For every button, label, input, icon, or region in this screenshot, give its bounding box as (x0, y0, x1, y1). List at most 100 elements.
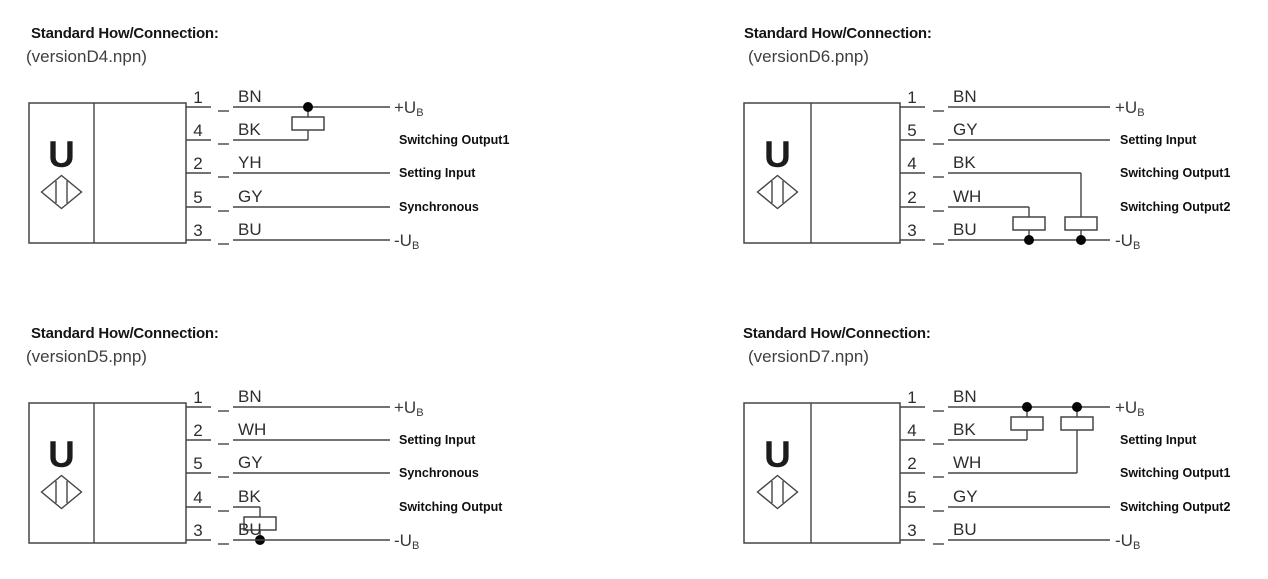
pin-row-1-bn: 1 BN +UB (900, 387, 1145, 419)
wire-color-code: BU (238, 220, 262, 239)
pin-number: 5 (193, 188, 202, 207)
pin-row-5-gy: 5 GY Synchronous (186, 187, 479, 214)
pin-number: 5 (193, 454, 202, 473)
pin-row-2-yh: 2 YH Setting Input (186, 153, 476, 180)
wire-color-code: GY (238, 453, 263, 472)
terminal-label: +UB (1115, 98, 1145, 119)
wire-color-code: WH (238, 420, 266, 439)
load-circuit (291, 102, 325, 140)
terminal-label: Switching Output1 (1120, 466, 1230, 480)
pin-row-3-bu: 3 BU -UB (186, 520, 419, 552)
sensor-type-label: U (48, 134, 75, 175)
pin-number: 4 (193, 121, 202, 140)
pin-row-4-bk: 4 BK Switching Output (186, 487, 503, 514)
pin-number: 2 (907, 188, 916, 207)
terminal-label: -UB (394, 531, 419, 552)
pin-row-5-gy: 5 GY Synchronous (186, 453, 479, 480)
terminal-label: Synchronous (399, 200, 479, 214)
junction-dot (303, 102, 313, 112)
diagram-versionD5-pnp: Standard How/Connection: (versionD5.pnp)… (0, 300, 634, 579)
pin-row-2-wh: 2 WH Switching Output1 (900, 453, 1230, 480)
pin-row-3-bu: 3 BU -UB (186, 220, 419, 252)
diagram-version: (versionD7.npn) (748, 347, 869, 366)
diagram-title: Standard How/Connection: (743, 325, 931, 342)
wire-color-code: BU (238, 520, 262, 539)
pin-number: 1 (907, 88, 916, 107)
terminal-label: Switching Output (399, 500, 503, 514)
wiring-drawing-d4: U 1 BN +UB 4 BK Swi (28, 87, 509, 252)
terminal-label: Setting Input (1120, 133, 1197, 147)
pin-row-5-gy: 5 GY Setting Input (900, 120, 1197, 147)
pin-number: 2 (907, 454, 916, 473)
load-resistor (1064, 216, 1098, 231)
wire-color-code: BK (238, 487, 261, 506)
terminal-label: -UB (1115, 231, 1140, 252)
sensor-symbol: U (28, 102, 187, 244)
junction-dot (1024, 235, 1034, 245)
pin-number: 1 (193, 88, 202, 107)
pin-number: 3 (193, 521, 202, 540)
wire-color-code: BK (953, 153, 976, 172)
wire-color-code: GY (953, 487, 978, 506)
load-resistor (1010, 416, 1044, 431)
diagram-versionD7-npn: Standard How/Connection: (versionD7.npn)… (634, 300, 1268, 579)
load-circuit (243, 507, 277, 545)
wire-color-code: BK (238, 120, 261, 139)
terminal-label: Synchronous (399, 466, 479, 480)
diagram-title: Standard How/Connection: (744, 25, 932, 42)
wire-color-code: GY (953, 120, 978, 139)
sensor-body (28, 102, 187, 244)
junction-dot (1072, 402, 1082, 412)
wiring-drawing-d7: U 1 BN +UB 4 BK Set (743, 387, 1230, 552)
wire-color-code: BN (953, 87, 977, 106)
pin-number: 4 (907, 421, 916, 440)
wiring-drawing-d5: U 1 BN +UB 2 WH Set (28, 387, 503, 552)
wire-color-code: YH (238, 153, 262, 172)
pin-number: 4 (193, 488, 202, 507)
wire-color-code: GY (238, 187, 263, 206)
terminal-label: Setting Input (1120, 433, 1197, 447)
diagram-title: Standard How/Connection: (31, 325, 219, 342)
sensor-type-label: U (764, 134, 791, 175)
sensor-symbol: U (743, 402, 901, 544)
wire-color-code: BU (953, 220, 977, 239)
pin-row-4-bk: 4 BK Switching Output1 (900, 153, 1230, 180)
pin-row-2-wh: 2 WH Setting Input (186, 420, 476, 447)
terminal-label: Setting Input (399, 433, 476, 447)
pin-number: 1 (907, 388, 916, 407)
terminal-label: Switching Output2 (1120, 200, 1230, 214)
terminal-label: +UB (394, 98, 424, 119)
pin-number: 3 (907, 221, 916, 240)
sensor-body (743, 102, 901, 244)
load-resistor (291, 116, 325, 131)
terminal-label: Switching Output2 (1120, 500, 1230, 514)
wire-color-code: WH (953, 453, 981, 472)
pin-number: 4 (907, 154, 916, 173)
terminal-label: -UB (394, 231, 419, 252)
sensor-type-label: U (48, 434, 75, 475)
diagram-versionD6-pnp: Standard How/Connection: (versionD6.pnp)… (634, 0, 1268, 290)
junction-dot (1022, 402, 1032, 412)
pin-row-4-bk: 4 BK Setting Input (900, 420, 1197, 447)
pin-number: 2 (193, 421, 202, 440)
terminal-label: +UB (394, 398, 424, 419)
sensor-symbol: U (743, 102, 901, 244)
wire-color-code: BK (953, 420, 976, 439)
load-circuit (1010, 402, 1094, 473)
wire-color-code: BN (238, 387, 262, 406)
terminal-label: +UB (1115, 398, 1145, 419)
pin-row-1-bn: 1 BN +UB (186, 87, 424, 119)
pin-row-1-bn: 1 BN +UB (186, 387, 424, 419)
pin-number: 1 (193, 388, 202, 407)
terminal-label: -UB (1115, 531, 1140, 552)
terminal-label: Switching Output1 (1120, 166, 1230, 180)
diagram-version: (versionD5.pnp) (26, 347, 147, 366)
sensor-type-label: U (764, 434, 791, 475)
transducer-diamond-icon (756, 174, 799, 210)
junction-dot (1076, 235, 1086, 245)
load-circuit (1012, 173, 1098, 245)
sensor-body (743, 402, 901, 544)
transducer-diamond-icon (40, 174, 83, 210)
pin-row-1-bn: 1 BN +UB (900, 87, 1145, 119)
